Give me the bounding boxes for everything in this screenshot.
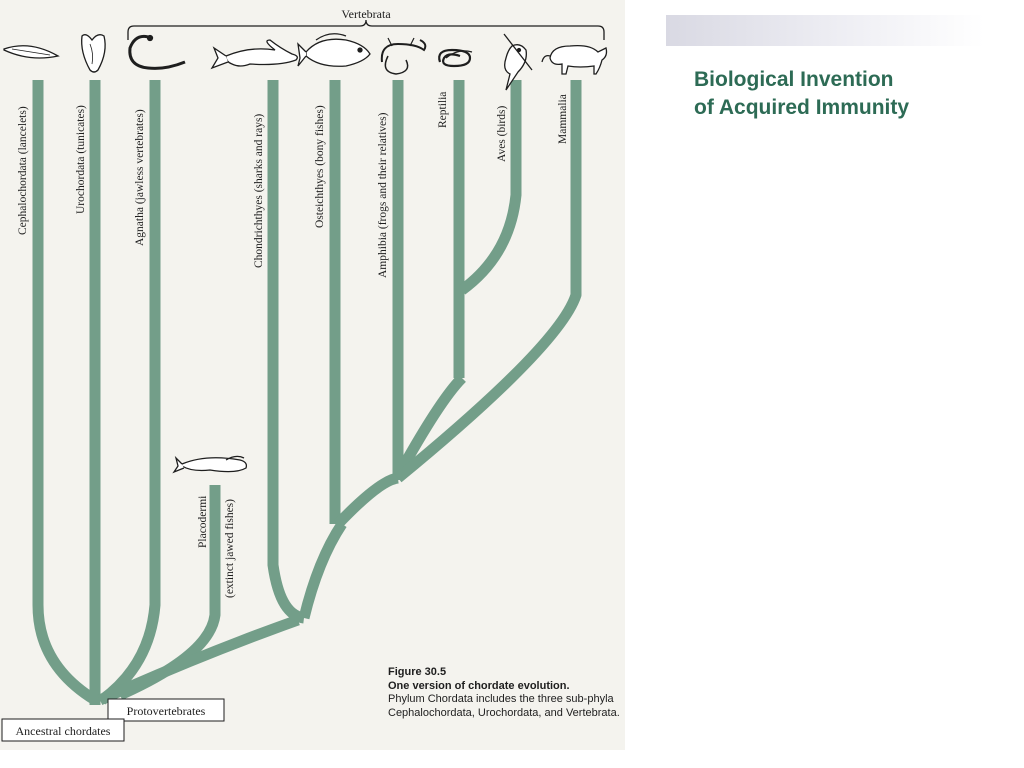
label-placodermi-note: (extinct jawed fishes) [224, 499, 236, 598]
label-reptilia: Reptilia [437, 92, 449, 128]
branch-agnatha [98, 80, 161, 705]
label-amphibia: Amphibia (frogs and their relatives) [377, 112, 389, 278]
figure-number: Figure 30.5 [388, 666, 447, 678]
slide-title: Biological Invention of Acquired Immunit… [694, 66, 1014, 122]
protovertebrates-box [107, 698, 225, 722]
ancestral-chordates-label: Ancestral chordates [16, 724, 111, 738]
branch-mammalia [394, 80, 582, 483]
vertebrata-label: Vertebrata [341, 7, 391, 21]
branch-jawed-stem [298, 520, 347, 620]
figure-headline: One version of chordate evolution. [388, 679, 570, 692]
label-mammalia: Mammalia [557, 94, 569, 144]
title-accent-bar [666, 15, 984, 46]
lamprey-icon [128, 34, 186, 70]
lancelet-icon [3, 45, 60, 59]
figure-panel: Vertebrata [0, 0, 625, 750]
branch-chondrichthyes [267, 80, 306, 624]
branch-aves [458, 80, 522, 295]
ancestral-chordates-box [1, 718, 125, 742]
tunicate-icon [81, 34, 106, 73]
label-cephalochordata: Cephalochordata (lancelets) [17, 106, 29, 235]
bird-icon [503, 33, 533, 91]
vertebrata-bracket [127, 19, 605, 40]
branch-amniote-stem [393, 374, 466, 479]
salamander-icon [380, 37, 427, 75]
shark-icon [210, 39, 298, 70]
label-agnatha: Agnatha (jawless vertebrates) [134, 109, 146, 246]
mammal-icon [541, 44, 608, 75]
placoderm-icon [172, 455, 248, 474]
slide-title-line-1: Biological Invention [694, 68, 894, 91]
label-urochordata: Urochordata (tunicates) [75, 105, 87, 214]
label-chondrichthyes: Chondrichthyes (sharks and rays) [253, 114, 265, 268]
slide-title-line-2: of Acquired Immunity [694, 96, 910, 119]
snake-icon [438, 48, 473, 68]
protovertebrates-label: Protovertebrates [127, 704, 206, 718]
figure-caption: Figure 30.5 One version of chordate evol… [388, 666, 623, 720]
branch-cephalochordata [32, 80, 98, 705]
branch-protovertebrate-stem [97, 614, 300, 706]
bony-fish-icon [297, 33, 371, 67]
label-placodermi: Placodermi [197, 496, 209, 548]
label-aves: Aves (birds) [496, 106, 508, 162]
branch-tetrapod-stem [334, 472, 400, 528]
figure-body: Phylum Chordata includes the three sub-p… [388, 693, 620, 719]
label-osteichthyes: Osteichthyes (bony fishes) [314, 105, 326, 228]
phylogenetic-tree: Vertebrata [1, 7, 608, 742]
